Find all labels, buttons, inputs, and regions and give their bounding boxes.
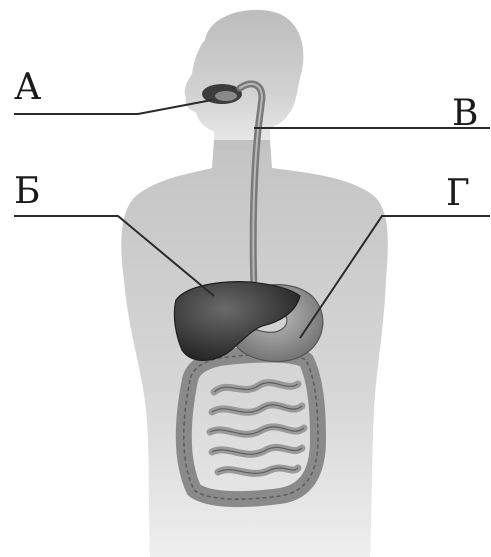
label-g: Г [446, 176, 470, 212]
label-b: В [452, 96, 478, 132]
label-a: А [14, 70, 41, 106]
label-v: Б [14, 174, 40, 210]
leader-line-a [14, 100, 212, 114]
